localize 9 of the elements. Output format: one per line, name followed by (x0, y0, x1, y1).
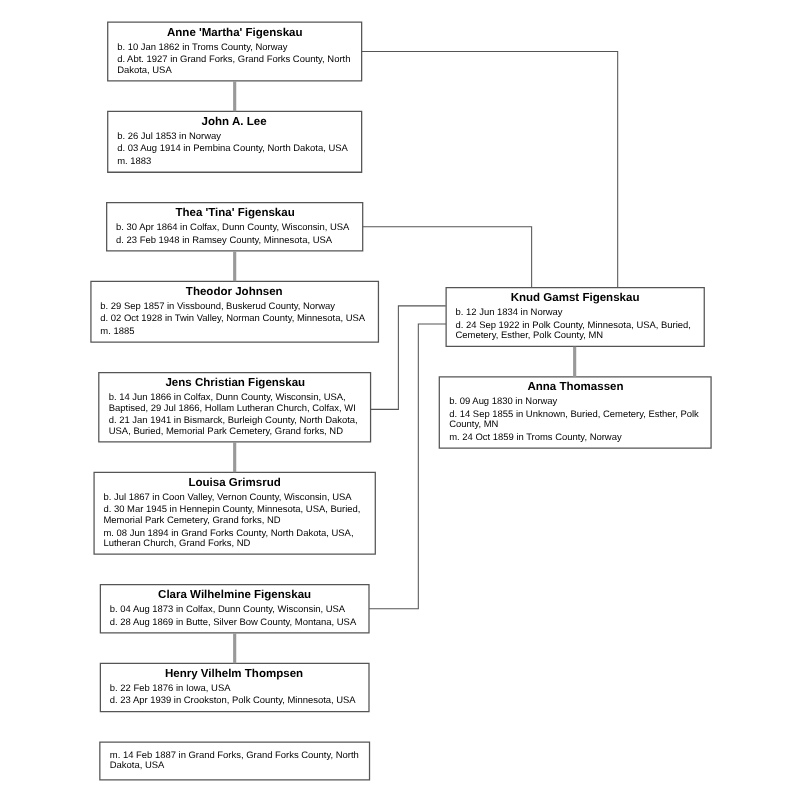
connector (367, 322, 446, 609)
connector (361, 225, 532, 288)
connector (572, 345, 576, 376)
connector (232, 632, 236, 663)
connector (232, 250, 236, 281)
connector (369, 304, 446, 409)
connector (232, 80, 236, 111)
connector (360, 50, 618, 288)
connector (232, 441, 236, 472)
